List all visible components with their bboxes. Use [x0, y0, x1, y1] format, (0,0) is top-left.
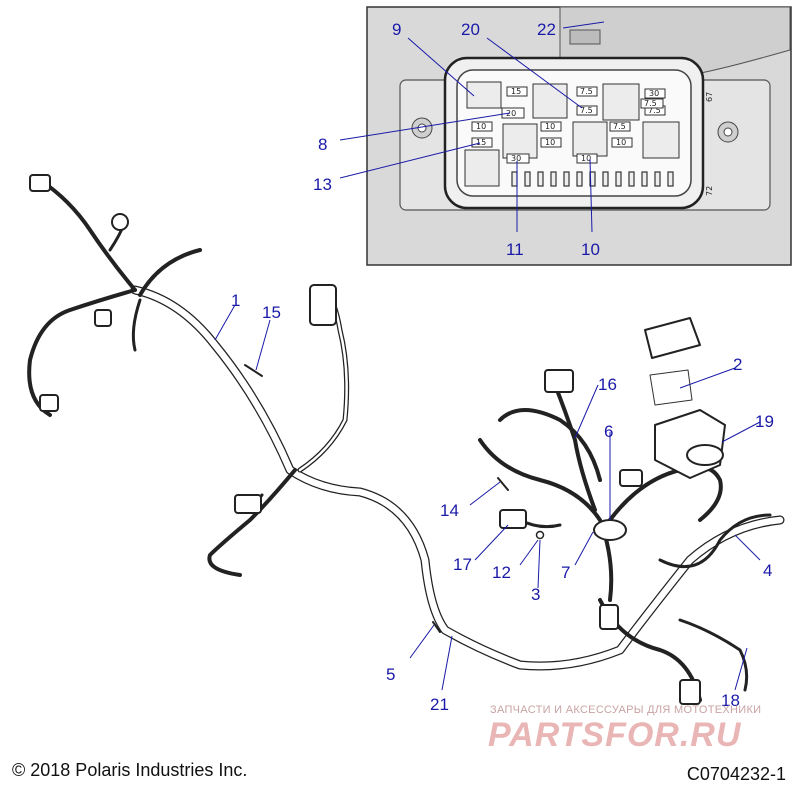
callout-22: 22 — [537, 20, 556, 39]
side-mark: 67 — [705, 92, 714, 102]
callout-12: 12 — [492, 563, 511, 582]
wiring-harness — [27, 174, 785, 705]
side-mark: 72 — [705, 186, 714, 196]
callout-19: 19 — [755, 412, 774, 431]
fuse-label: 20 — [506, 109, 516, 118]
fuse-label: 10 — [476, 122, 486, 131]
fuse-label: 7.5 — [580, 106, 593, 115]
callout-6: 6 — [604, 422, 613, 441]
fuses: 15 7.5 7.5 30 7.5 20 10 10 7.5 15 10 10 … — [471, 86, 666, 164]
fuse-label: 7.5 — [613, 122, 626, 131]
callout-16: 16 — [598, 375, 617, 394]
fuse-label: 7.5 — [580, 87, 593, 96]
callout-3: 3 — [531, 585, 540, 604]
fuse-label: 30 — [511, 154, 521, 163]
leader-lines — [214, 304, 761, 691]
callout-20: 20 — [461, 20, 480, 39]
callout-18: 18 — [721, 691, 740, 710]
callout-10: 10 — [581, 240, 600, 259]
callout-8: 8 — [318, 135, 327, 154]
fuse-label: 7.5 — [644, 99, 657, 108]
callout-14: 14 — [440, 501, 459, 520]
callout-2: 2 — [733, 355, 742, 374]
fuse-label: 15 — [511, 87, 521, 96]
callout-5: 5 — [386, 665, 395, 684]
fuse-label: 30 — [649, 89, 659, 98]
fuse-box-inset: 15 7.5 7.5 30 7.5 20 10 10 7.5 15 10 10 … — [339, 6, 792, 266]
copyright-text: © 2018 Polaris Industries Inc. — [12, 760, 248, 780]
fuse-label: 15 — [476, 138, 486, 147]
fuse-label: 7.5 — [648, 106, 661, 115]
callouts: 1 2 3 4 5 6 7 8 9 10 11 12 13 14 15 16 1… — [231, 20, 774, 714]
callout-11: 11 — [506, 240, 524, 259]
callout-1: 1 — [231, 291, 240, 310]
watermark-tagline: ЗАПЧАСТИ И АКСЕССУАРЫ ДЛЯ МОТОТЕХНИКИ — [490, 704, 762, 716]
fuse-label: 10 — [545, 122, 555, 131]
callout-4: 4 — [763, 561, 772, 580]
callout-15: 15 — [262, 303, 281, 322]
watermark-logo: PARTSFOR.RU — [488, 716, 742, 754]
fuse-label: 10 — [616, 138, 626, 147]
callout-9: 9 — [392, 20, 401, 39]
callout-7: 7 — [561, 563, 570, 582]
callout-17: 17 — [453, 555, 472, 574]
fuse-label: 10 — [581, 154, 591, 163]
callout-21: 21 — [430, 695, 449, 714]
callout-13: 13 — [313, 175, 332, 194]
fuse-label: 10 — [545, 138, 555, 147]
diagram-code: C0704232-1 — [686, 764, 786, 784]
